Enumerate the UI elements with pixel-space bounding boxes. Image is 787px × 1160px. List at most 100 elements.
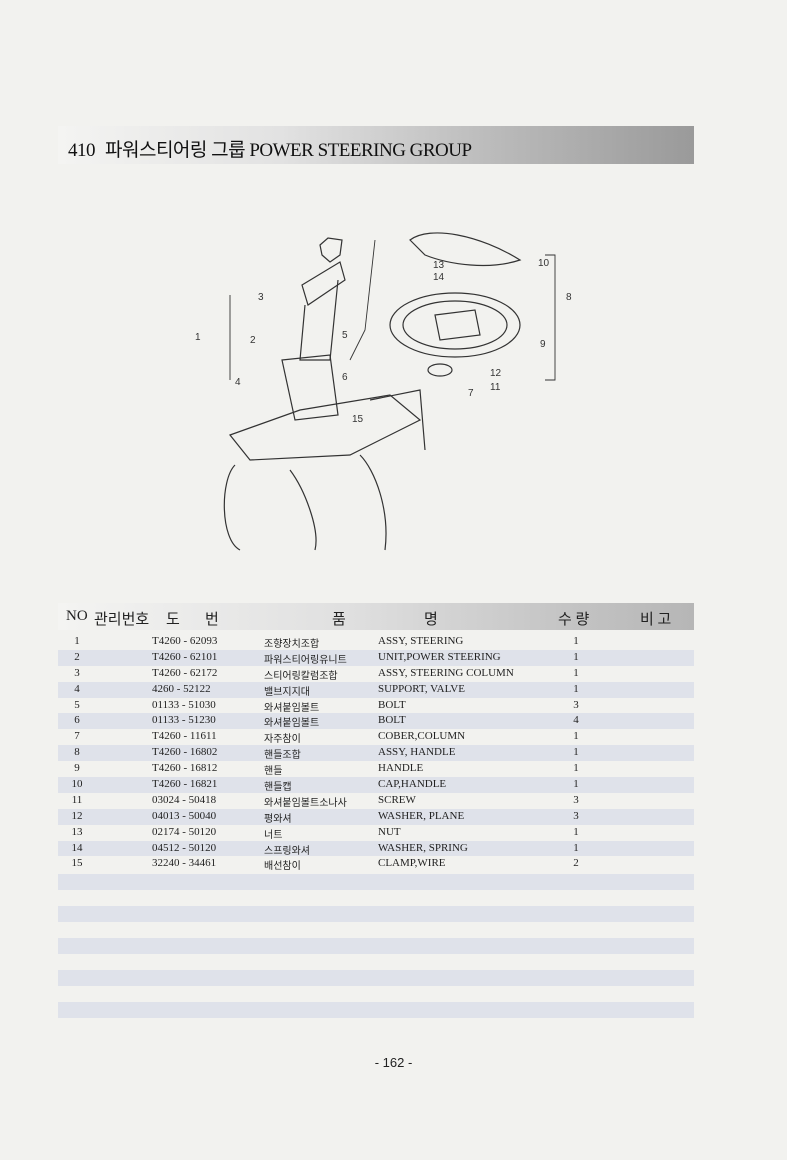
part-name-english: SUPPORT, VALVE bbox=[378, 682, 465, 695]
tractor-body bbox=[223, 389, 426, 551]
part-name-english: BOLT bbox=[378, 698, 406, 711]
header-remarks: 비 고 bbox=[640, 612, 672, 628]
part-name-english: SCREW bbox=[378, 793, 416, 806]
part-quantity: 1 bbox=[573, 778, 579, 791]
part-name-korean: 너트 bbox=[264, 829, 283, 841]
row-number: 7 bbox=[74, 730, 80, 743]
part-code: 04013 - 50040 bbox=[152, 809, 217, 822]
part-code: 01133 - 51030 bbox=[152, 698, 216, 711]
part-name-english: BOLT bbox=[378, 714, 406, 727]
part-name-korean: 핸들캡 bbox=[264, 782, 292, 794]
part-code: T4260 - 62172 bbox=[152, 666, 218, 679]
steering-column bbox=[299, 279, 339, 361]
part-quantity: 1 bbox=[573, 730, 579, 743]
part-code: T4260 - 62101 bbox=[152, 650, 218, 663]
part-name-korean: 조향장치조합 bbox=[264, 639, 320, 650]
part-name-korean: 스프링와셔 bbox=[264, 845, 310, 857]
header-qty: 수 량 bbox=[558, 612, 590, 628]
header-drawing-b: 번 bbox=[205, 612, 219, 628]
part-quantity: 1 bbox=[573, 682, 579, 695]
empty-row bbox=[58, 1002, 694, 1018]
part-name-english: NUT bbox=[378, 825, 401, 838]
row-number: 5 bbox=[74, 698, 80, 711]
row-number: 8 bbox=[74, 746, 80, 759]
handle-cap bbox=[409, 232, 522, 267]
parts-table-header: NO 관리번호 도 번 품 명 수 량 비 고 bbox=[58, 603, 694, 630]
row-number: 1 bbox=[74, 635, 80, 647]
section-number: 410 bbox=[68, 140, 96, 161]
callout-15: 15 bbox=[352, 414, 364, 425]
part-name-english: CLAMP,WIRE bbox=[378, 857, 446, 870]
row-number: 10 bbox=[71, 778, 83, 791]
row-number: 11 bbox=[71, 793, 83, 806]
callout-9: 9 bbox=[540, 339, 546, 350]
row-number: 14 bbox=[71, 841, 83, 854]
column-top bbox=[319, 237, 343, 263]
empty-row bbox=[58, 970, 694, 986]
callout-13: 13 bbox=[433, 260, 445, 271]
callout-2: 2 bbox=[250, 335, 256, 346]
part-name-english: COBER,COLUMN bbox=[378, 730, 466, 743]
part-name-english: UNIT,POWER STEERING bbox=[378, 650, 501, 663]
part-code: T4260 - 16802 bbox=[152, 746, 218, 759]
callout-14: 14 bbox=[433, 272, 445, 283]
part-name-korean: 와셔붙임볼트소나사 bbox=[264, 797, 347, 809]
row-number: 15 bbox=[71, 857, 83, 870]
part-quantity: 4 bbox=[573, 714, 579, 727]
part-name-korean: 파워스티어링유니트 bbox=[264, 654, 347, 666]
callout-8: 8 bbox=[566, 292, 572, 303]
part-name-korean: 배선참이 bbox=[264, 861, 301, 873]
part-name-korean: 자주참이 bbox=[264, 734, 301, 746]
empty-rows bbox=[58, 874, 694, 1034]
part-quantity: 1 bbox=[573, 666, 579, 679]
part-quantity: 3 bbox=[573, 698, 579, 711]
power-steering-diagram: 1 2 3 4 5 6 7 8 9 10 11 12 13 14 15 bbox=[195, 232, 572, 551]
part-code: T4260 - 62093 bbox=[152, 635, 218, 647]
column-collar bbox=[301, 261, 346, 306]
part-quantity: 1 bbox=[573, 825, 579, 838]
row-number: 6 bbox=[74, 714, 80, 727]
part-code: 04512 - 50120 bbox=[152, 841, 217, 854]
valve-support-plate bbox=[229, 394, 422, 461]
part-quantity: 3 bbox=[573, 809, 579, 822]
callout-10: 10 bbox=[538, 258, 550, 269]
header-drawing-a: 도 bbox=[166, 612, 180, 628]
steering-wheel-inner bbox=[402, 300, 508, 350]
part-name-korean: 핸들조합 bbox=[264, 750, 301, 762]
empty-row bbox=[58, 874, 694, 890]
part-quantity: 3 bbox=[573, 793, 579, 806]
header-mgmt: 관리번호 bbox=[94, 612, 150, 628]
part-name-korean: 와셔붙임볼트 bbox=[264, 718, 320, 730]
part-name-english: HANDLE bbox=[378, 762, 424, 775]
callout-12: 12 bbox=[490, 368, 502, 379]
header-name-a: 품 bbox=[332, 612, 346, 628]
part-name-english: WASHER, PLANE bbox=[378, 809, 465, 822]
steering-wheel bbox=[389, 292, 521, 358]
part-quantity: 1 bbox=[573, 746, 579, 759]
part-code: 02174 - 50120 bbox=[152, 825, 217, 838]
callout-7: 7 bbox=[468, 388, 474, 399]
section-title-text: 파워스티어링 그룹 POWER STEERING GROUP bbox=[105, 140, 472, 161]
part-quantity: 1 bbox=[573, 635, 579, 647]
empty-row bbox=[58, 906, 694, 922]
power-steering-unit bbox=[281, 354, 339, 421]
column-cover bbox=[427, 363, 453, 377]
row-number: 2 bbox=[74, 650, 80, 663]
part-code: T4260 - 16812 bbox=[152, 762, 218, 775]
part-code: T4260 - 11611 bbox=[152, 730, 217, 743]
header-name-b: 명 bbox=[424, 612, 438, 628]
part-quantity: 1 bbox=[573, 762, 579, 775]
page-number: - 162 - bbox=[374, 1055, 413, 1070]
section-title: 410 파워스티어링 그룹 POWER STEERING GROUP bbox=[68, 135, 472, 162]
